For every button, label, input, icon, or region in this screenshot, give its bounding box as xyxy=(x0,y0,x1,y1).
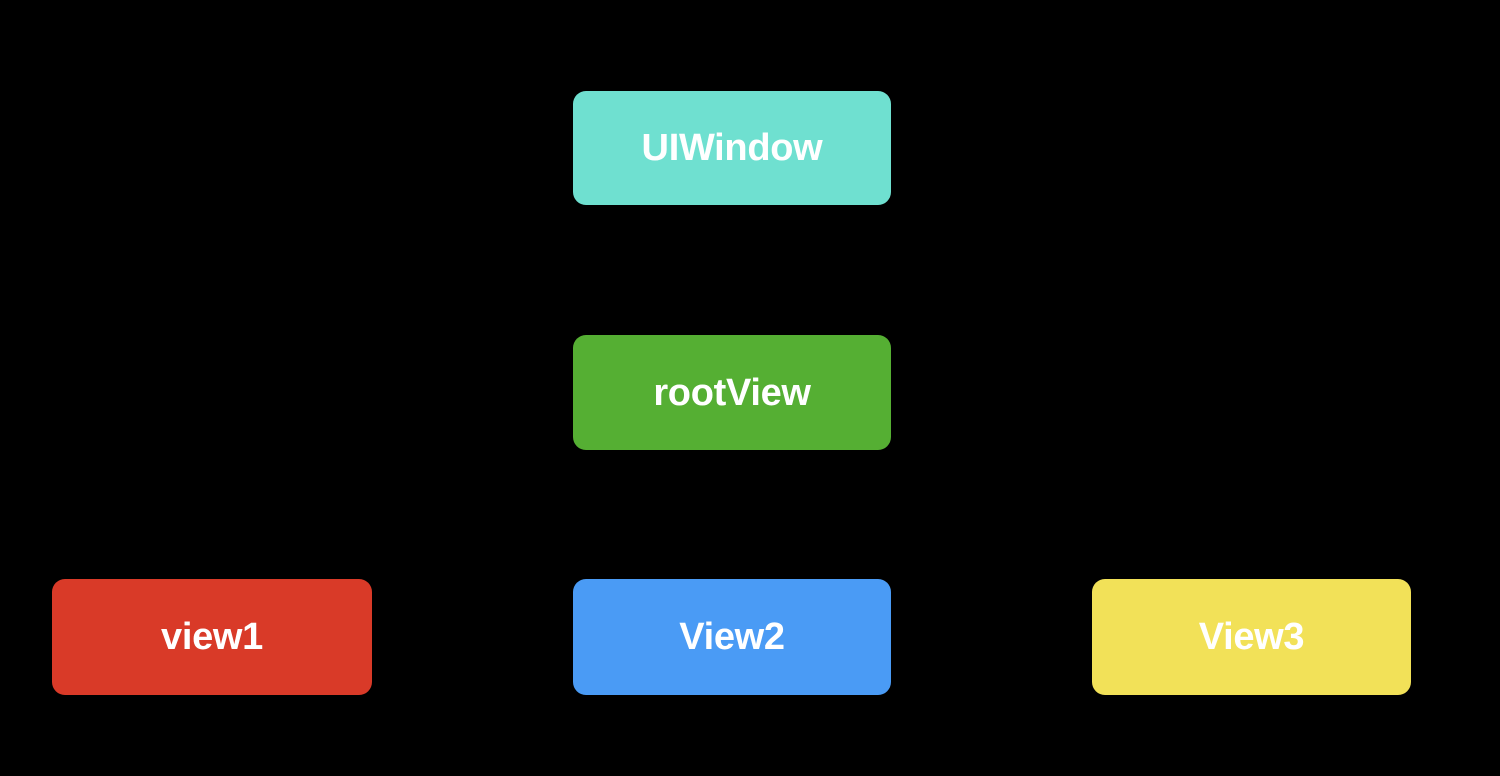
node-view1[interactable]: view1 xyxy=(52,579,372,695)
node-uiwindow-label: UIWindow xyxy=(641,127,823,169)
node-view3-label: View3 xyxy=(1198,616,1305,658)
node-view1-label: view1 xyxy=(160,616,264,658)
node-view3[interactable]: View3 xyxy=(1092,579,1411,695)
node-rootview-label: rootView xyxy=(653,371,811,414)
node-view2[interactable]: View2 xyxy=(573,579,891,695)
node-view2-label: View2 xyxy=(679,616,785,658)
node-uiwindow[interactable]: UIWindow xyxy=(573,91,891,205)
node-rootview[interactable]: rootView xyxy=(573,335,891,450)
